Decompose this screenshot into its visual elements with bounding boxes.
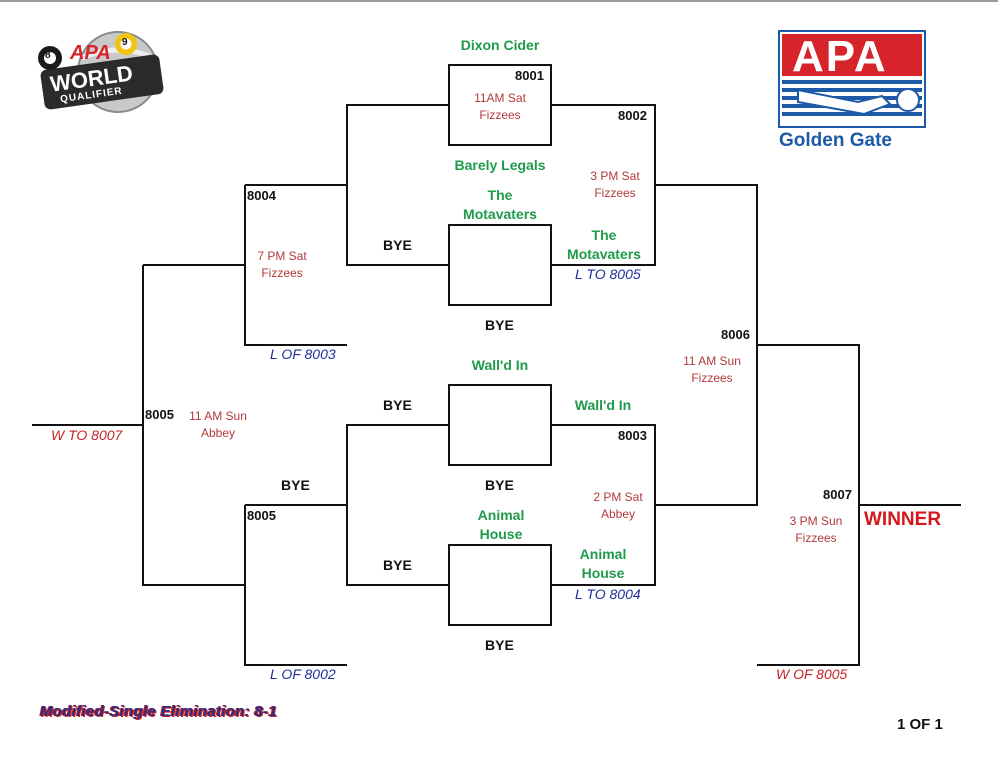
apa-world-qualifier-logo: 8 APA 9 WORLD QUALIFIER xyxy=(34,28,166,120)
team-animal-house-winner: Animal House xyxy=(579,546,627,581)
match-number-8005-lower: 8005 xyxy=(247,508,276,523)
match-number-8004: 8004 xyxy=(247,188,276,203)
bracket-line-8004-loser xyxy=(244,185,347,346)
bye-label: BYE xyxy=(281,477,310,493)
bracket-line-8005b-loser xyxy=(244,505,347,666)
route-l-to-8004: L TO 8004 xyxy=(575,586,641,602)
bye-label: BYE xyxy=(383,557,412,573)
schedule-8007: 3 PM Sun Fizzees xyxy=(776,513,856,547)
cue-ball-icon xyxy=(896,88,920,112)
globe-icon xyxy=(38,31,164,113)
bye-label: BYE xyxy=(485,637,514,653)
match-number-8001: 8001 xyxy=(515,68,544,83)
match-box-top-bye xyxy=(448,224,552,306)
team-barely-legals: Barely Legals xyxy=(454,157,546,173)
schedule-8002: 3 PM Sat Fizzees xyxy=(575,168,655,202)
bye-label: BYE xyxy=(485,317,514,333)
top-border xyxy=(0,0,998,2)
bye-label: BYE xyxy=(383,397,412,413)
route-w-to-8007: W TO 8007 xyxy=(51,427,123,443)
team-the-motavaters: The Motavaters xyxy=(463,187,537,222)
match-number-8002: 8002 xyxy=(618,108,647,123)
schedule-time: 3 PM Sat xyxy=(590,169,640,183)
schedule-time: 11 AM Sun xyxy=(189,409,247,423)
bracket-line-8005-left xyxy=(142,265,245,586)
schedule-8006: 11 AM Sun Fizzees xyxy=(668,353,756,387)
apa-golden-gate-logo: APA Golden Gate xyxy=(778,30,928,152)
schedule-venue: Fizzees xyxy=(795,531,837,545)
team-walld-in: Wall'd In xyxy=(471,357,529,373)
apa-brand-label: APA xyxy=(792,32,888,81)
schedule-venue: Fizzees xyxy=(261,266,303,280)
schedule-time: 3 PM Sun xyxy=(789,514,843,528)
schedule-venue: Fizzees xyxy=(479,108,521,122)
format-footer: Modified-Single Elimination: 8-1 xyxy=(40,703,278,720)
match-box-walld-in xyxy=(448,384,552,466)
match-box-animal-house xyxy=(448,544,552,626)
match-number-8003: 8003 xyxy=(618,428,647,443)
schedule-venue: Abbey xyxy=(600,507,636,521)
cue-hand-icon xyxy=(797,88,892,116)
logo-apa-label: APA xyxy=(70,42,111,64)
route-l-to-8005: L TO 8005 xyxy=(575,266,641,282)
schedule-8005: 11 AM Sun Abbey xyxy=(178,408,258,442)
logo-8-ball-label: 8 xyxy=(45,50,51,61)
bye-label: BYE xyxy=(485,477,514,493)
bracket-line-8003 xyxy=(551,424,656,586)
schedule-8001: 11AM Sat Fizzees xyxy=(450,90,550,124)
schedule-time: 2 PM Sat xyxy=(593,490,643,504)
schedule-8003: 2 PM Sat Abbey xyxy=(578,489,658,523)
apa-logo-mark xyxy=(778,30,926,128)
schedule-venue: Abbey xyxy=(200,426,236,440)
logo-9-ball-label: 9 xyxy=(122,37,128,48)
bracket-line-8007 xyxy=(757,344,860,666)
team-walld-in-winner: Wall'd In xyxy=(574,397,632,413)
schedule-time: 11 AM Sun xyxy=(683,354,741,368)
schedule-venue: Fizzees xyxy=(691,371,733,385)
route-w-of-8005: W OF 8005 xyxy=(776,666,848,682)
schedule-8004: 7 PM Sat Fizzees xyxy=(242,248,322,282)
match-number-8005: 8005 xyxy=(145,407,174,422)
schedule-time: 7 PM Sat xyxy=(257,249,307,263)
page-indicator: 1 OF 1 xyxy=(897,716,943,733)
golden-gate-label: Golden Gate xyxy=(779,130,892,151)
bye-label: BYE xyxy=(383,237,412,253)
team-animal-house: Animal House xyxy=(477,507,525,542)
team-dixon-cider: Dixon Cider xyxy=(460,37,540,53)
bracket-line-8006-right xyxy=(655,184,758,506)
match-number-8006: 8006 xyxy=(721,327,750,342)
route-l-of-8003: L OF 8003 xyxy=(270,346,336,362)
schedule-venue: Fizzees xyxy=(594,186,636,200)
schedule-time: 11AM Sat xyxy=(474,91,526,105)
match-number-8007: 8007 xyxy=(823,487,852,502)
winner-label: WINNER xyxy=(864,509,942,530)
route-l-of-8002: L OF 8002 xyxy=(270,666,336,682)
team-the-motavaters-winner: The Motavaters xyxy=(567,227,641,262)
